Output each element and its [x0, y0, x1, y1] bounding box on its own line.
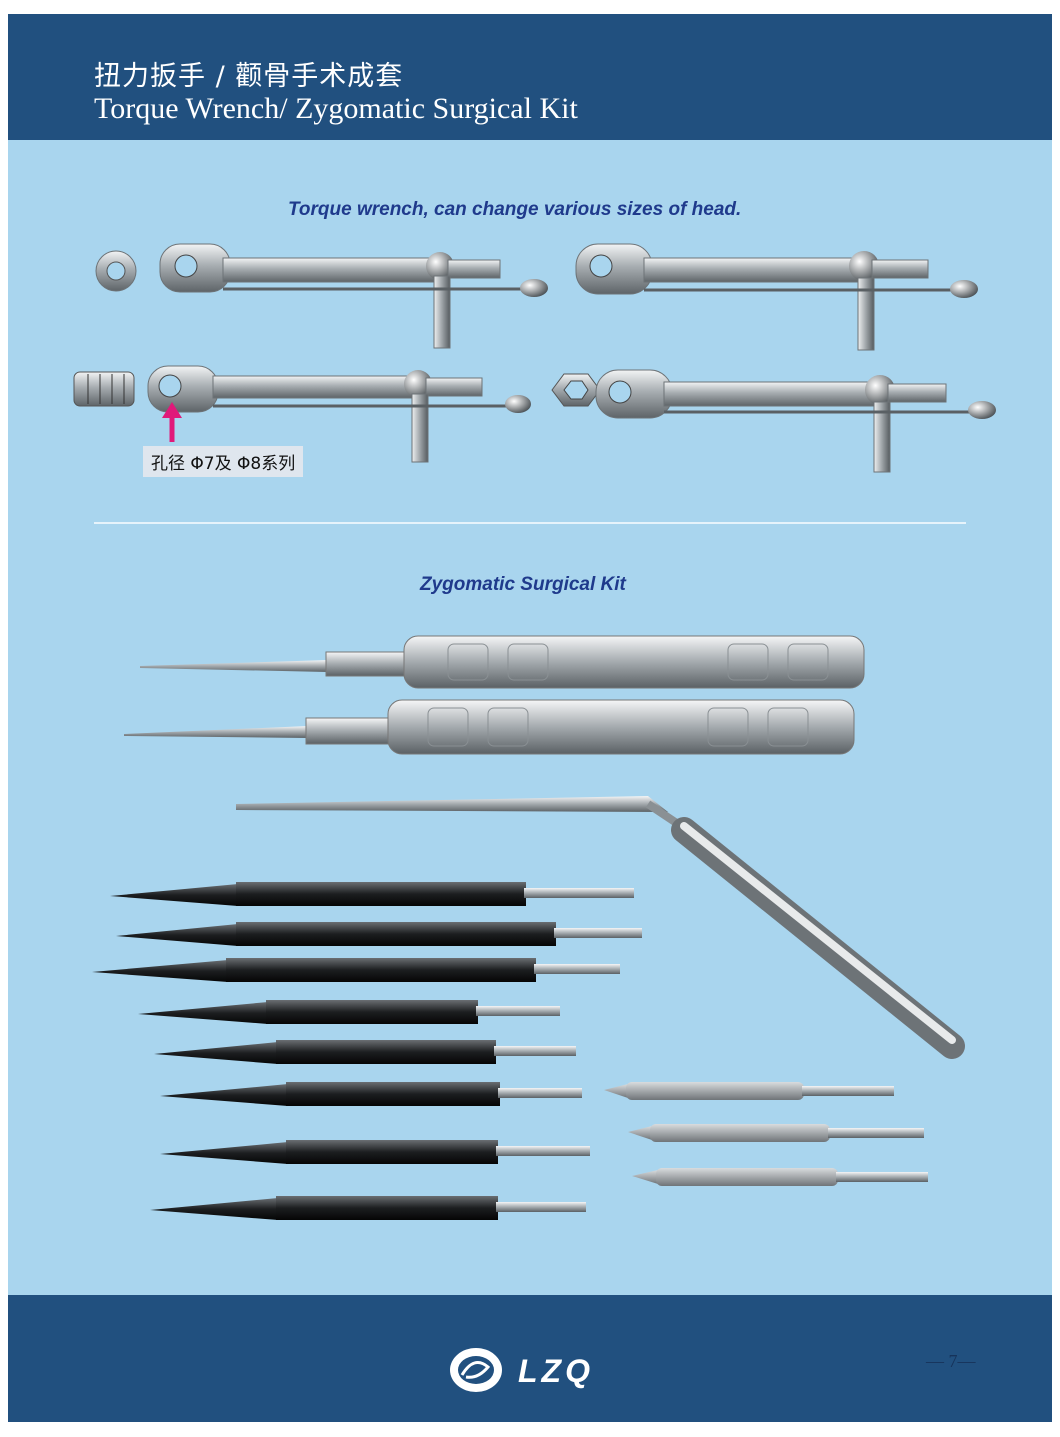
section-divider [94, 522, 966, 524]
drill-8 [150, 1196, 586, 1220]
torque-wrench-1 [95, 243, 548, 349]
torque-wrench-4 [551, 369, 996, 473]
torque-wrench-2 [575, 243, 978, 351]
drill-1 [110, 882, 634, 906]
drill-7 [160, 1140, 590, 1164]
torque-wrench-3 [73, 365, 531, 463]
drill-2 [116, 922, 642, 946]
diamond-bur-2 [628, 1124, 924, 1142]
diamond-bur-set [604, 1082, 928, 1186]
drill-set [92, 882, 642, 1220]
torque-wrench-illustrations [73, 243, 996, 473]
depth-gauge-1 [140, 635, 865, 689]
depth-gauge-2 [124, 699, 855, 755]
diamond-bur-3 [632, 1168, 928, 1186]
page-footer: LZQ — 7— [8, 1295, 1052, 1422]
zygomatic-kit-caption: Zygomatic Surgical Kit [420, 574, 626, 595]
drill-5 [154, 1040, 576, 1064]
torque-wrench-caption: Torque wrench, can change various sizes … [288, 199, 742, 220]
drill-6 [160, 1082, 582, 1106]
page-title-english: Torque Wrench/ Zygomatic Surgical Kit [94, 92, 578, 125]
catalog-page: 扭力扳手 / 颧骨手术成套 Torque Wrench/ Zygomatic S… [8, 14, 1052, 1422]
page-title-chinese: 扭力扳手 / 颧骨手术成套 [94, 61, 404, 92]
diamond-bur-1 [604, 1082, 894, 1100]
zygomatic-kit-illustrations [92, 635, 965, 1220]
angled-probe [236, 796, 965, 1059]
page-header: 扭力扳手 / 颧骨手术成套 Torque Wrench/ Zygomatic S… [8, 14, 1052, 140]
lzq-logo-icon [450, 1348, 502, 1392]
brand-name: LZQ [518, 1353, 594, 1389]
page-number: — 7— [926, 1351, 976, 1371]
drill-4 [138, 1000, 560, 1024]
drill-3 [92, 958, 620, 982]
bore-diameter-label: 孔径 Φ7及 Φ8系列 [143, 446, 304, 477]
